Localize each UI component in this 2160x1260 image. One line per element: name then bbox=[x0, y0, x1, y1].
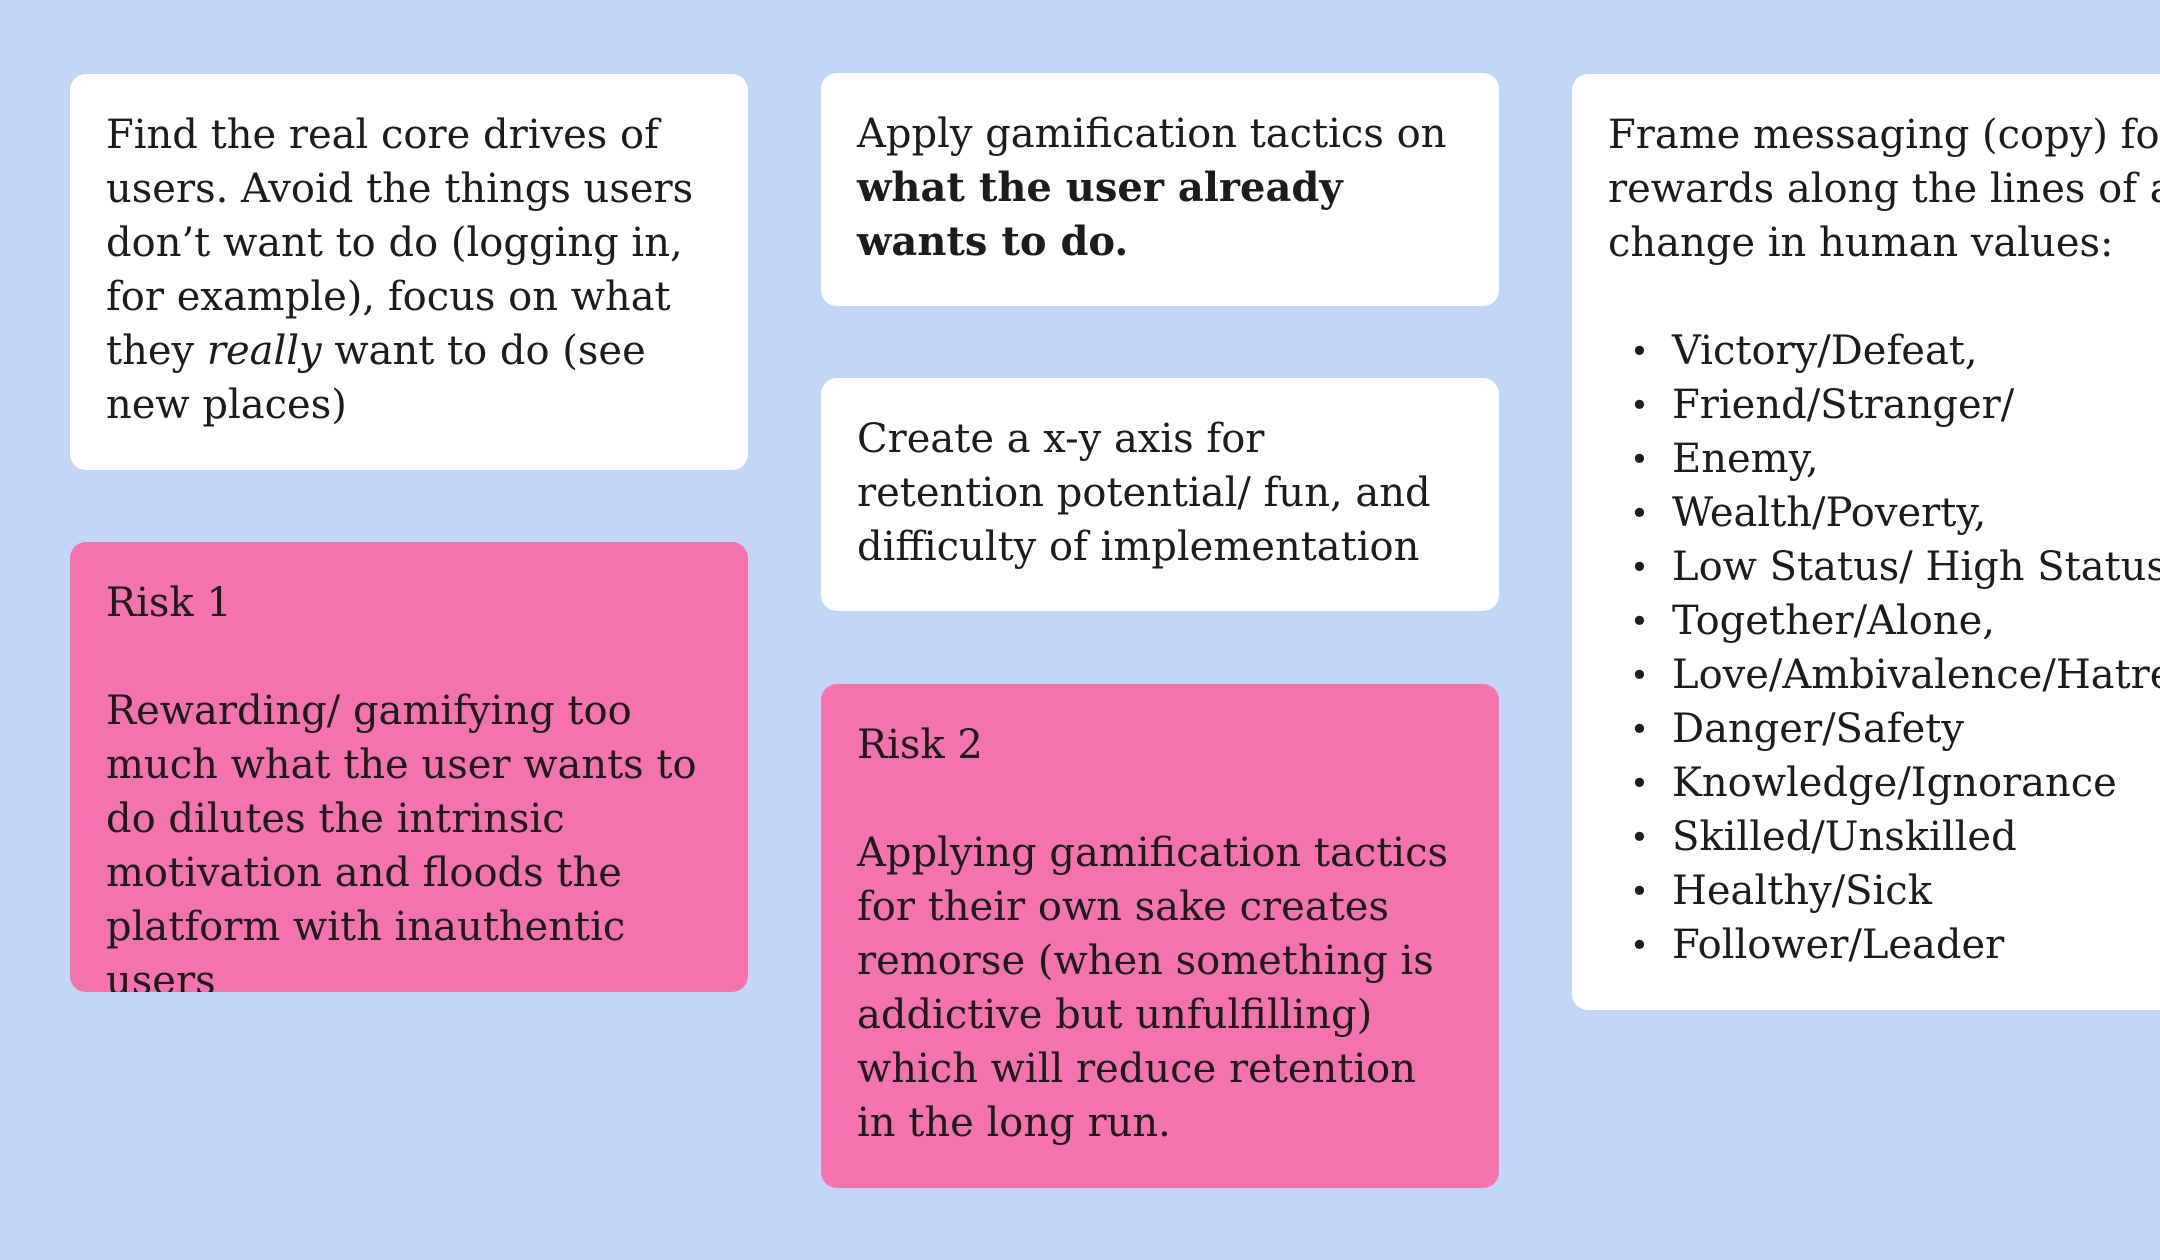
list-item: Healthy/Sick bbox=[1608, 864, 2160, 918]
sticky-note-risk-1[interactable]: Risk 1 Rewarding/ gamifying too much wha… bbox=[70, 542, 748, 992]
list-item: Skilled/Unskilled bbox=[1608, 810, 2160, 864]
xy-axis-text: Create a x-y axis for retention potentia… bbox=[857, 416, 1431, 570]
list-item: Friend/Stranger/ bbox=[1608, 378, 2160, 432]
risk-2-body: Applying gamification tactics for their … bbox=[857, 830, 1449, 1146]
human-values-list: Victory/Defeat, Friend/Stranger/ Enemy, … bbox=[1608, 324, 2160, 972]
list-item: Low Status/ High Status, bbox=[1608, 540, 2160, 594]
core-drives-text-end: want to do (see new places) bbox=[106, 328, 646, 428]
core-drives-emphasis: really bbox=[206, 328, 322, 374]
sticky-note-xy-axis[interactable]: Create a x-y axis for retention potentia… bbox=[821, 378, 1499, 611]
risk-1-title: Risk 1 bbox=[106, 580, 232, 626]
messaging-intro: Frame messaging (copy) for rewards along… bbox=[1608, 112, 2160, 266]
list-item: Together/Alone, bbox=[1608, 594, 2160, 648]
apply-tactics-text: Apply gamification tactics on what the u… bbox=[857, 107, 1463, 269]
list-item: Love/Ambivalence/Hatred bbox=[1608, 648, 2160, 702]
apply-tactics-bold: what the user already wants to do. bbox=[857, 164, 1343, 265]
risk-2-title: Risk 2 bbox=[857, 722, 983, 768]
core-drives-text-start: Find the real core drives of users. Avoi… bbox=[106, 112, 694, 374]
sticky-note-risk-2[interactable]: Risk 2 Applying gamification tactics for… bbox=[821, 684, 1499, 1188]
list-item: Danger/Safety bbox=[1608, 702, 2160, 756]
sticky-note-messaging[interactable]: Frame messaging (copy) for rewards along… bbox=[1572, 74, 2160, 1010]
list-item: Follower/Leader bbox=[1608, 918, 2160, 972]
core-drives-text: Find the real core drives of users. Avoi… bbox=[106, 108, 712, 432]
risk-1-body: Rewarding/ gamifying too much what the u… bbox=[106, 688, 697, 992]
list-item: Victory/Defeat, bbox=[1608, 324, 2160, 378]
sticky-note-core-drives[interactable]: Find the real core drives of users. Avoi… bbox=[70, 74, 748, 470]
apply-tactics-text-start: Apply gamification tactics on bbox=[857, 111, 1447, 157]
list-item: Wealth/Poverty, bbox=[1608, 486, 2160, 540]
list-item: Knowledge/Ignorance bbox=[1608, 756, 2160, 810]
sticky-note-apply-tactics[interactable]: Apply gamification tactics on what the u… bbox=[821, 73, 1499, 306]
list-item: Enemy, bbox=[1608, 432, 2160, 486]
